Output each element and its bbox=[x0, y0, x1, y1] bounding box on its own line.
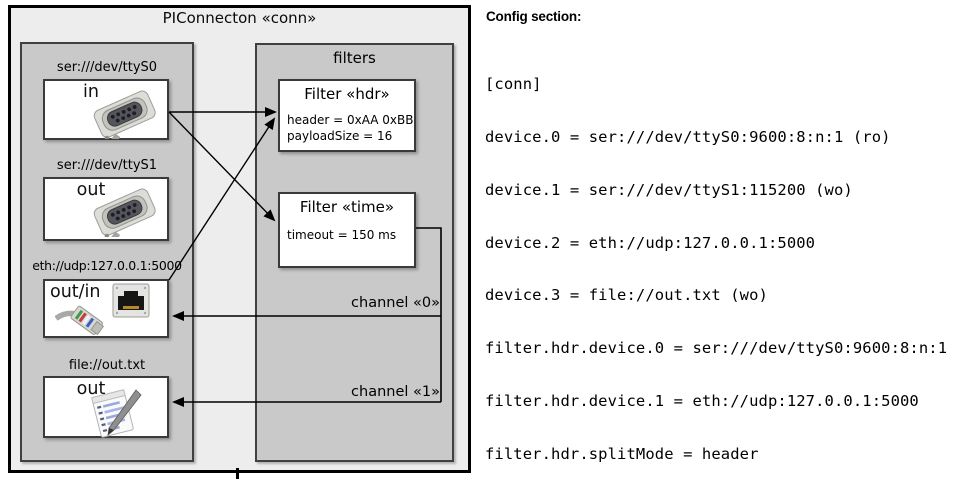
device-url-eth: eth://udp:127.0.0.1:5000 bbox=[32, 258, 182, 273]
config-line: device.1 = ser:///dev/ttyS1:115200 (wo) bbox=[485, 180, 853, 199]
frame-bottom-tick bbox=[236, 468, 239, 479]
config-line: device.2 = eth://udp:127.0.0.1:5000 bbox=[485, 233, 816, 252]
device-port-label: in bbox=[83, 82, 99, 102]
pen-icon bbox=[107, 389, 142, 436]
ethernet-cable-plug bbox=[55, 305, 105, 336]
device-port-label: out/in bbox=[50, 282, 101, 302]
device-port-label: out bbox=[76, 180, 106, 200]
device-port-label: out bbox=[76, 379, 106, 399]
filter-time-attributes: timeout = 150 ms bbox=[287, 228, 396, 244]
serial-connector-icon bbox=[93, 188, 156, 237]
channel-0-label: channel «0» bbox=[351, 295, 440, 311]
device-url-file: file://out.txt bbox=[68, 358, 146, 373]
config-line: device.0 = ser:///dev/ttyS0:9600:8:n:1 (… bbox=[485, 127, 891, 146]
config-line: filter.hdr.device.1 = eth://udp:127.0.0.… bbox=[485, 391, 919, 410]
device-box-ttys0: in bbox=[43, 79, 169, 140]
config-line: filter.hdr.device.0 = ser:///dev/ttyS0:9… bbox=[485, 339, 948, 358]
notepad-icon bbox=[91, 389, 142, 438]
filter-attr: timeout = 150 ms bbox=[287, 228, 397, 242]
filter-attr: header = 0xAA 0xBB bbox=[287, 113, 414, 127]
config-section-heading: Config section: bbox=[486, 9, 582, 24]
filters-panel-title: filters bbox=[333, 49, 376, 67]
config-line: device.3 = file://out.txt (wo) bbox=[485, 286, 768, 305]
channel-1-label: channel «1» bbox=[351, 384, 440, 400]
config-line: filter.hdr.splitMode = header bbox=[485, 444, 759, 463]
device-url-ttys0: ser:///dev/ttyS0 bbox=[56, 60, 158, 75]
filter-time-box: Filter «time» timeout = 150 ms bbox=[278, 192, 416, 268]
device-box-ttys1: out bbox=[43, 177, 169, 241]
serial-connector-icon bbox=[93, 90, 156, 139]
device-box-file: out bbox=[43, 376, 169, 438]
ethernet-port-plate bbox=[112, 283, 150, 318]
config-line: [conn] bbox=[485, 75, 542, 94]
device-url-ttys1: ser:///dev/ttyS1 bbox=[56, 158, 158, 173]
filter-hdr-attributes: header = 0xAA 0xBB payloadSize = 16 bbox=[287, 113, 413, 144]
filters-panel: filters Filter «hdr» header = 0xAA 0xBB … bbox=[255, 43, 454, 462]
device-box-eth: out/in bbox=[43, 279, 169, 338]
ethernet-icon bbox=[55, 283, 150, 336]
config-text-block: [conn] device.0 = ser:///dev/ttyS0:9600:… bbox=[485, 41, 957, 484]
filter-time-title: Filter «time» bbox=[299, 198, 395, 216]
filter-hdr-box: Filter «hdr» header = 0xAA 0xBB payloadS… bbox=[278, 79, 416, 152]
diagram-title: PIConnecton «conn» bbox=[162, 9, 317, 27]
devices-panel: ser:///dev/ttyS0 in ser:///dev/ttyS1 out bbox=[20, 42, 194, 462]
filter-hdr-title: Filter «hdr» bbox=[304, 85, 390, 103]
filter-attr: payloadSize = 16 bbox=[287, 128, 393, 143]
